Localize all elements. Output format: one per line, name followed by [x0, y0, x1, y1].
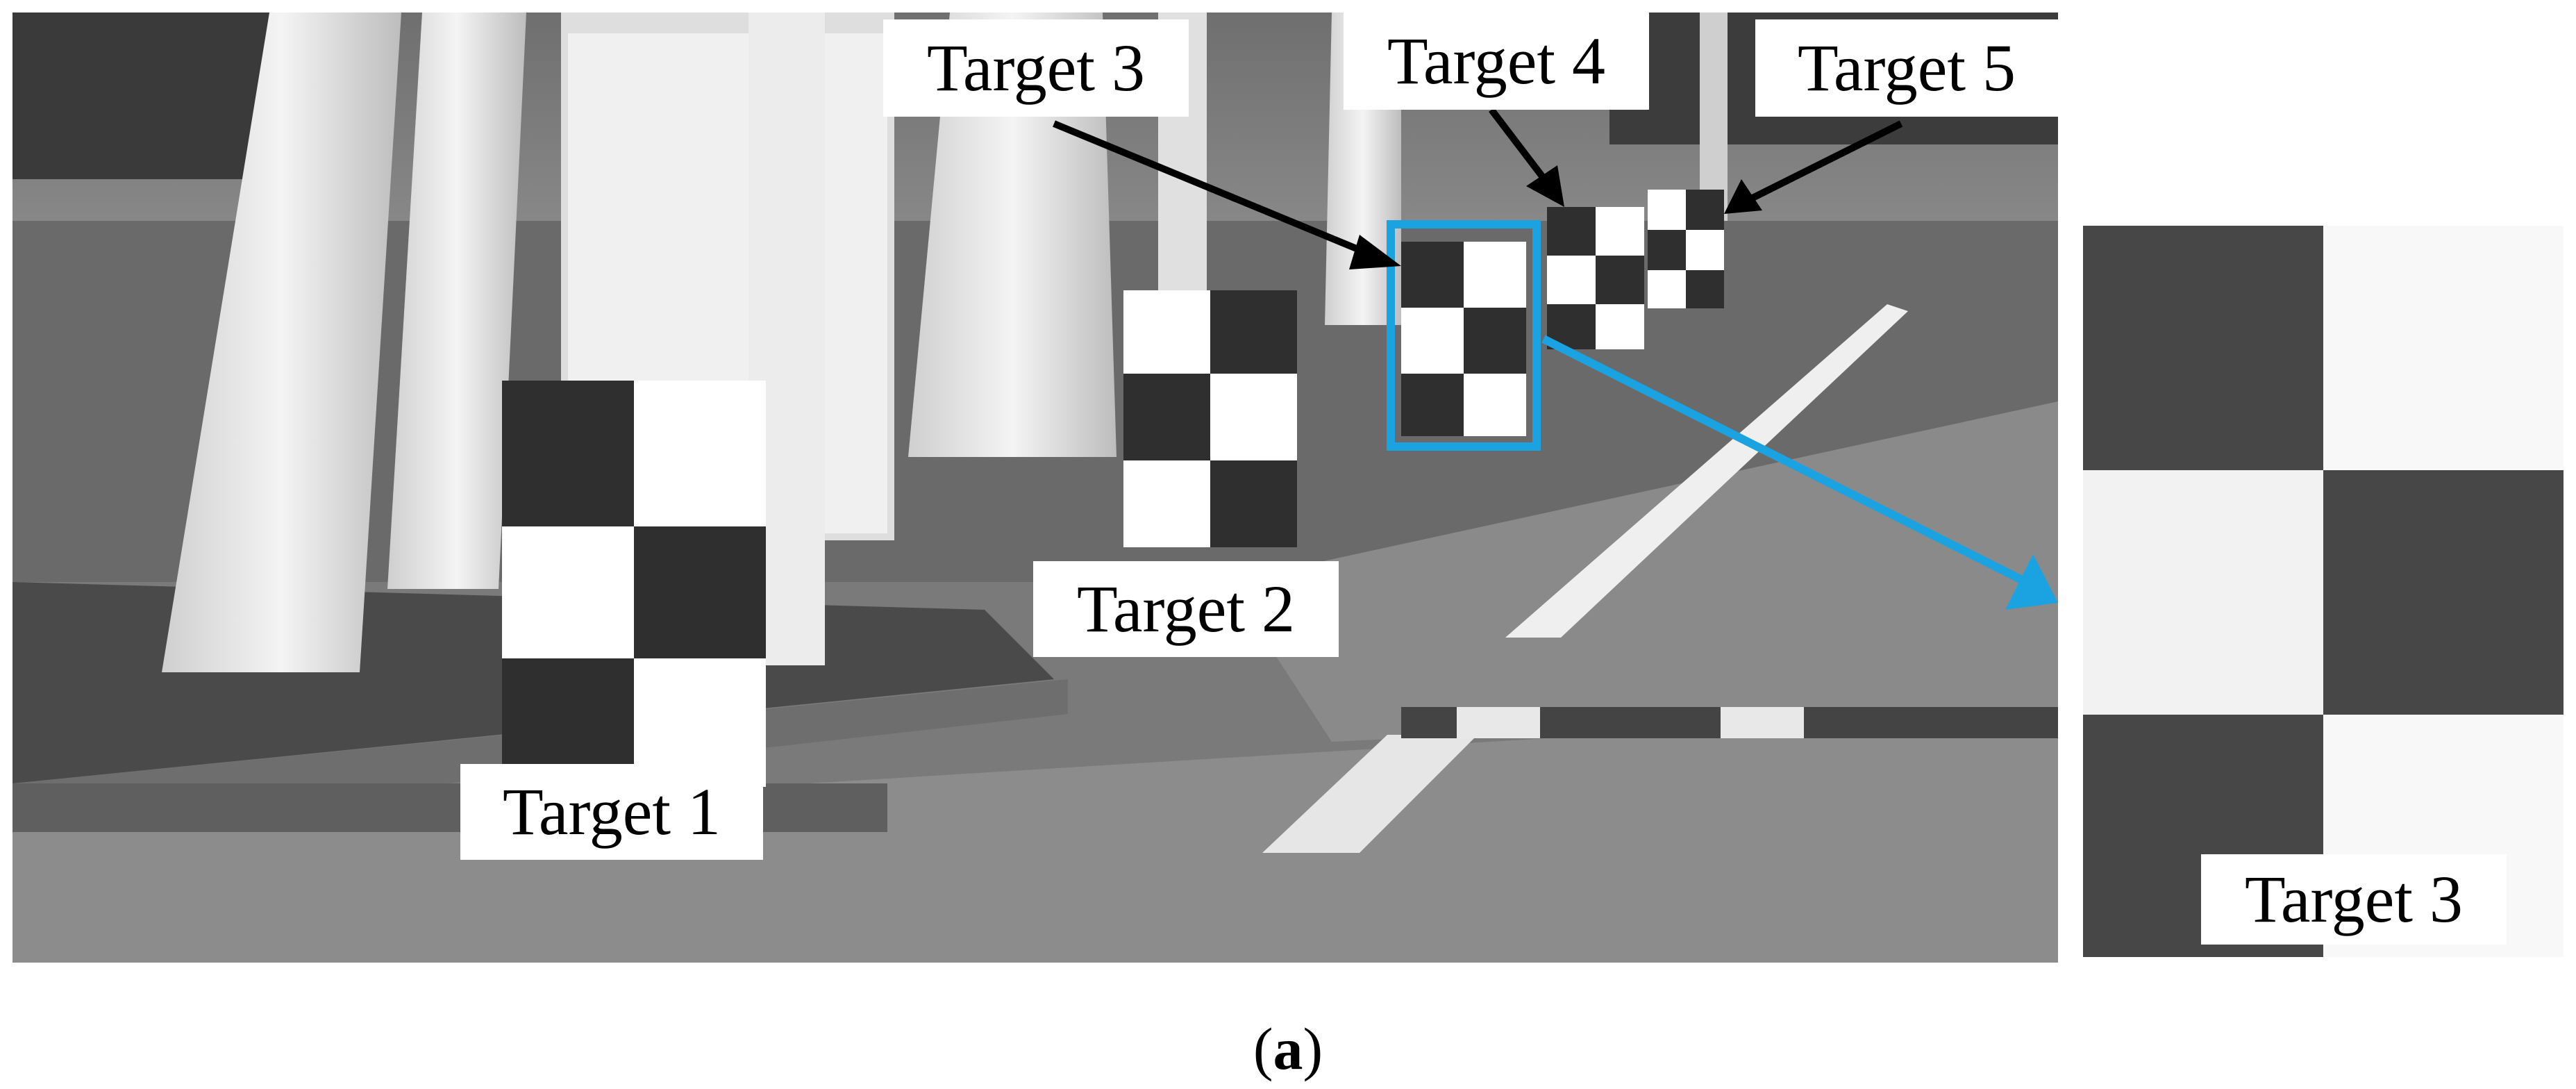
- caption-open-paren: (: [1253, 1015, 1273, 1082]
- zoom-arrow: [1541, 335, 2058, 610]
- tree-trunk: [908, 13, 1116, 457]
- target-2-checkerboard: [1123, 290, 1297, 547]
- target-5-checkerboard: [1648, 190, 1724, 308]
- target-3-label: Target 3: [883, 19, 1189, 117]
- zoom-inset-label: Target 3: [2201, 854, 2507, 945]
- target-1-checkerboard: [502, 381, 766, 787]
- target-4-checkerboard: [1547, 207, 1644, 349]
- figure-caption: (a): [0, 1014, 2576, 1083]
- scene-photo: [12, 13, 2058, 963]
- target-3-zoom-inset: [2083, 226, 2564, 957]
- target-3-checkerboard: [1401, 242, 1526, 436]
- target-1-label: Target 1: [460, 764, 763, 860]
- target-2-label: Target 2: [1033, 561, 1339, 657]
- pointer-arrow-target-4: [1489, 107, 1564, 207]
- caption-letter: a: [1273, 1015, 1303, 1082]
- road: [12, 707, 2058, 963]
- caption-close-paren: ): [1303, 1015, 1323, 1082]
- tree-trunk: [387, 13, 526, 589]
- target-5-label: Target 5: [1755, 19, 2058, 117]
- lane-stripe: [1505, 304, 1908, 638]
- target-3-highlight-box: [1387, 220, 1541, 451]
- pointer-arrow-target-3: [1053, 120, 1401, 269]
- pointer-arrow-target-5: [1724, 120, 1903, 214]
- tree-trunk: [162, 13, 401, 672]
- target-4-label: Target 4: [1344, 13, 1649, 110]
